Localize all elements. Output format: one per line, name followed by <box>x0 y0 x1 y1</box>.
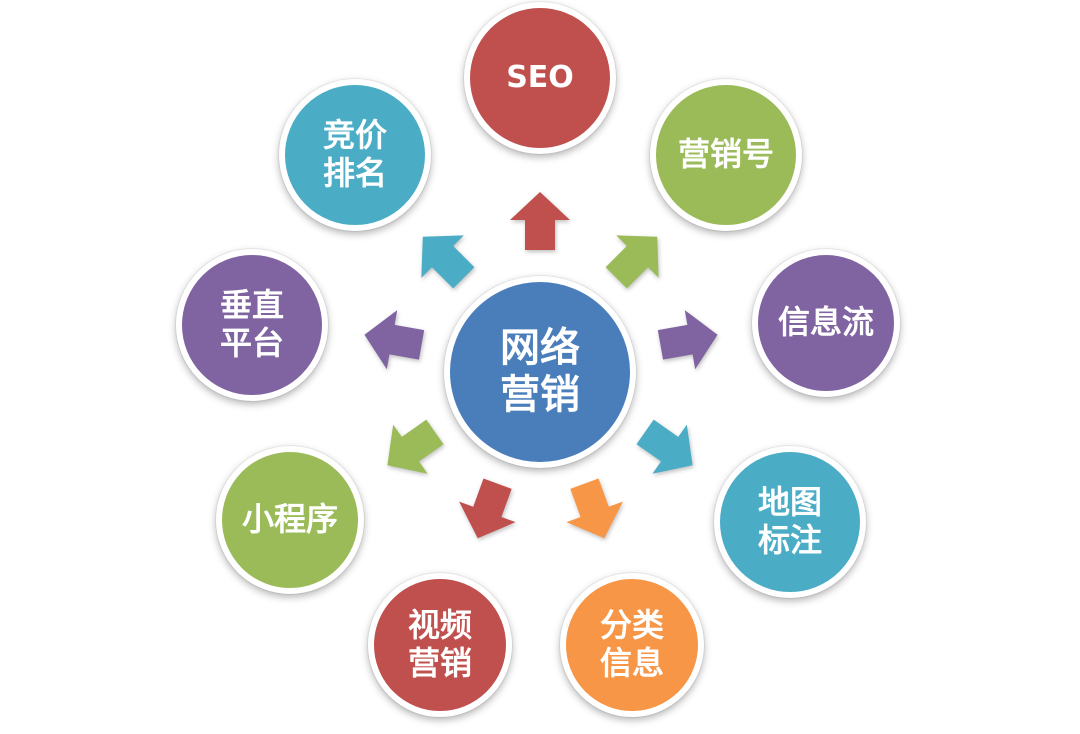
node-xinxiliu: 信息流 <box>752 249 900 397</box>
node-label: 竞价 排名 <box>322 116 387 192</box>
center-node-label: 网络 营销 <box>500 324 580 418</box>
node-label: 信息流 <box>777 303 874 342</box>
node-fenleixinxi: 分类 信息 <box>560 573 704 717</box>
node-label: 地图 标注 <box>757 483 822 559</box>
node-label: 视频 营销 <box>407 606 472 682</box>
node-label: 垂直 平台 <box>219 286 284 362</box>
node-chuizhipingtai: 垂直 平台 <box>176 249 328 401</box>
node-label: 小程序 <box>241 500 338 539</box>
node-yingxiaohao: 营销号 <box>650 79 802 231</box>
node-shipinyingxiao: 视频 营销 <box>368 573 512 717</box>
node-label: 分类 信息 <box>599 606 664 682</box>
node-xiaochengxu: 小程序 <box>216 446 364 594</box>
node-label: 营销号 <box>677 135 774 174</box>
node-ditubiaozhu: 地图 标注 <box>714 446 866 598</box>
node-label: SEO <box>506 60 574 96</box>
node-seo: SEO <box>464 2 616 154</box>
node-jingjiapaiming: 竞价 排名 <box>279 79 431 231</box>
center-node-network-marketing: 网络 营销 <box>444 276 636 468</box>
